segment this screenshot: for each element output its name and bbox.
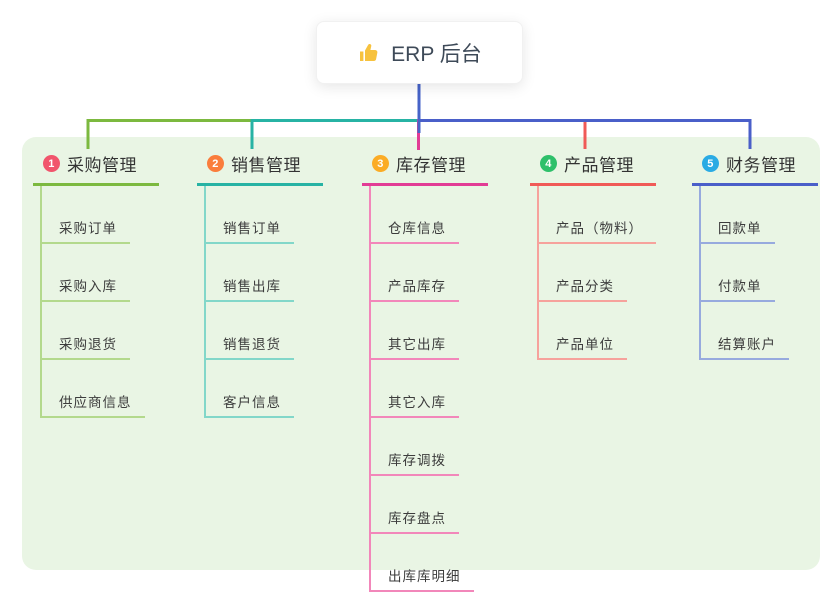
branch-number-badge: 2 bbox=[207, 155, 224, 172]
node-purchase-inbound[interactable]: 采购入库 bbox=[42, 244, 130, 302]
node-purchase-order[interactable]: 采购订单 bbox=[42, 186, 130, 244]
root-node[interactable]: ERP 后台 bbox=[316, 21, 523, 84]
branch-children: 回款单 付款单 结算账户 bbox=[699, 186, 789, 360]
branch-children: 产品（物料） 产品分类 产品单位 bbox=[537, 186, 656, 360]
branch-header-finance[interactable]: 5 财务管理 bbox=[692, 149, 818, 186]
branch-children: 仓库信息 产品库存 其它出库 其它入库 库存调拨 库存盘点 出库库明细 bbox=[369, 186, 474, 592]
node-warehouse-info[interactable]: 仓库信息 bbox=[371, 186, 459, 244]
branch-label: 财务管理 bbox=[726, 156, 796, 175]
node-outbound-detail[interactable]: 出库库明细 bbox=[371, 534, 474, 592]
branch-children: 销售订单 销售出库 销售退货 客户信息 bbox=[204, 186, 294, 418]
node-other-outbound[interactable]: 其它出库 bbox=[371, 302, 459, 360]
node-payment-receipt[interactable]: 付款单 bbox=[701, 244, 775, 302]
node-settlement-account[interactable]: 结算账户 bbox=[701, 302, 789, 360]
node-sales-return[interactable]: 销售退货 bbox=[206, 302, 294, 360]
branch-label: 销售管理 bbox=[231, 156, 301, 175]
branch-number-badge: 4 bbox=[540, 155, 557, 172]
node-customer-info[interactable]: 客户信息 bbox=[206, 360, 294, 418]
branch-label: 库存管理 bbox=[396, 156, 466, 175]
node-product-unit[interactable]: 产品单位 bbox=[539, 302, 627, 360]
node-product-material[interactable]: 产品（物料） bbox=[539, 186, 656, 244]
branch-purchase: 1 采购管理 采购订单 采购入库 采购退货 供应商信息 bbox=[33, 149, 159, 418]
branch-finance: 5 财务管理 回款单 付款单 结算账户 bbox=[692, 149, 818, 360]
branch-header-sales[interactable]: 2 销售管理 bbox=[197, 149, 323, 186]
node-other-inbound[interactable]: 其它入库 bbox=[371, 360, 459, 418]
node-sales-outbound[interactable]: 销售出库 bbox=[206, 244, 294, 302]
branch-number-badge: 5 bbox=[702, 155, 719, 172]
node-product-stock[interactable]: 产品库存 bbox=[371, 244, 459, 302]
node-purchase-return[interactable]: 采购退货 bbox=[42, 302, 130, 360]
node-product-category[interactable]: 产品分类 bbox=[539, 244, 627, 302]
branch-inventory: 3 库存管理 仓库信息 产品库存 其它出库 其它入库 库存调拨 库存盘点 出库库… bbox=[362, 149, 488, 592]
branch-label: 产品管理 bbox=[564, 156, 634, 175]
node-supplier-info[interactable]: 供应商信息 bbox=[42, 360, 145, 418]
node-stock-taking[interactable]: 库存盘点 bbox=[371, 476, 459, 534]
branch-header-product[interactable]: 4 产品管理 bbox=[530, 149, 656, 186]
thumbs-up-icon bbox=[360, 43, 378, 61]
branch-label: 采购管理 bbox=[67, 156, 137, 175]
mindmap-background-panel bbox=[22, 137, 820, 570]
branch-product: 4 产品管理 产品（物料） 产品分类 产品单位 bbox=[530, 149, 656, 360]
branch-children: 采购订单 采购入库 采购退货 供应商信息 bbox=[40, 186, 145, 418]
node-collection-receipt[interactable]: 回款单 bbox=[701, 186, 775, 244]
branch-sales: 2 销售管理 销售订单 销售出库 销售退货 客户信息 bbox=[197, 149, 323, 418]
branch-header-inventory[interactable]: 3 库存管理 bbox=[362, 149, 488, 186]
root-node-label: ERP 后台 bbox=[391, 42, 482, 66]
branch-header-purchase[interactable]: 1 采购管理 bbox=[33, 149, 159, 186]
branch-number-badge: 1 bbox=[43, 155, 60, 172]
branch-number-badge: 3 bbox=[372, 155, 389, 172]
node-sales-order[interactable]: 销售订单 bbox=[206, 186, 294, 244]
node-stock-transfer[interactable]: 库存调拨 bbox=[371, 418, 459, 476]
